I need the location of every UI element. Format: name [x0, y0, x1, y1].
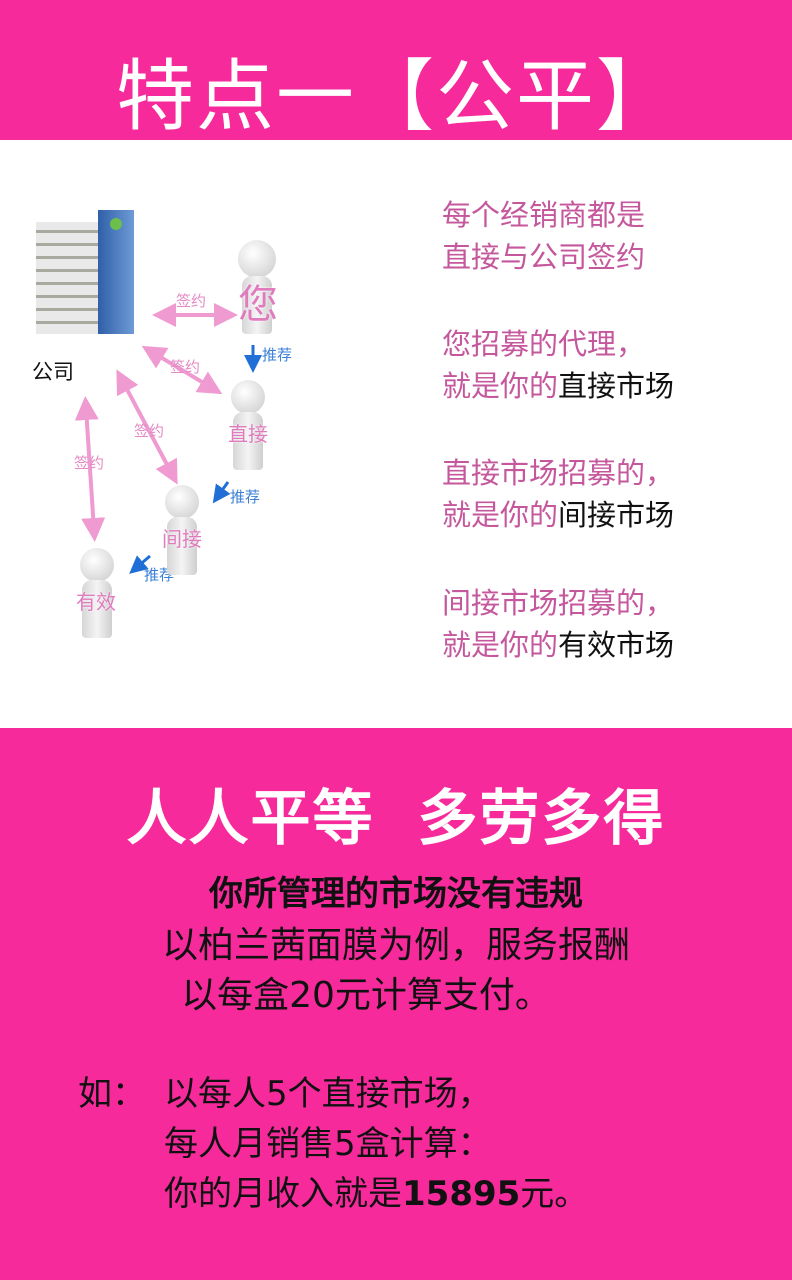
- text-block-2: 您招募的代理， 就是你的直接市场: [442, 323, 674, 407]
- diagram-section: 公司 签约 签约 签约 签约 推荐 推荐 推荐 您 直接 间接 有效: [0, 140, 792, 728]
- sign-label: 签约: [176, 292, 207, 310]
- sign-label: 签约: [134, 422, 165, 440]
- sign-arrow-direct: [141, 345, 223, 395]
- text-block-3: 直接市场招募的， 就是你的间接市场: [442, 452, 674, 536]
- text-block-1: 每个经销商都是 直接与公司签约: [442, 194, 645, 278]
- sign-label: 签约: [74, 454, 105, 472]
- text-line: 您招募的代理，: [442, 327, 646, 361]
- text-line: 直接与公司签约: [442, 240, 646, 274]
- company-building-icon: [36, 210, 136, 336]
- example-line: 每人月销售5盒计算：: [164, 1124, 492, 1164]
- text-block-4: 间接市场招募的， 就是你的有效市场: [442, 582, 674, 666]
- text-line: 就是你的: [442, 498, 559, 532]
- text-line: 就是你的: [442, 628, 559, 662]
- company-label: 公司: [32, 360, 74, 384]
- example-line: 以每人5个直接市场，: [164, 1074, 492, 1114]
- text-line: 就是你的: [442, 369, 559, 403]
- example-prefix: 如：: [78, 1074, 146, 1114]
- text-highlight: 直接市场: [558, 369, 675, 403]
- text-line: 直接市场招募的，: [442, 456, 675, 490]
- rule-line: 以每盒20元计算支付。: [181, 975, 551, 1016]
- arrows-layer: [74, 303, 262, 574]
- recommend-arrow-3: [129, 554, 151, 574]
- rule-line: 以柏兰茜面膜为例，服务报酬: [161, 925, 630, 966]
- text-highlight: 有效市场: [558, 628, 675, 662]
- indirect-label: 间接: [162, 527, 202, 551]
- sign-label: 签约: [170, 358, 201, 376]
- text-line: 间接市场招募的，: [442, 586, 675, 620]
- income-amount: 15895: [402, 1174, 521, 1214]
- page-title: 特点一【公平】: [115, 52, 676, 142]
- header-band: 特点一【公平】: [0, 0, 792, 142]
- sign-arrow-effective: [74, 396, 106, 542]
- income-unit: 元。: [520, 1174, 589, 1214]
- rule-line: 你所管理的市场没有违规: [209, 874, 583, 914]
- recommend-label: 推荐: [144, 566, 175, 584]
- recommend-label: 推荐: [262, 346, 293, 364]
- text-highlight: 间接市场: [558, 498, 675, 532]
- income-text: 你的月收入就是: [164, 1174, 402, 1214]
- example-line: 你的月收入就是15895元。: [164, 1172, 588, 1216]
- recommend-arrow-2: [212, 481, 231, 504]
- direct-label: 直接: [228, 422, 268, 446]
- effective-label: 有效: [76, 590, 116, 614]
- recommend-label: 推荐: [230, 488, 261, 506]
- text-line: 每个经销商都是: [442, 198, 646, 232]
- bottom-section: [0, 728, 792, 1280]
- slogan: 人人平等 多劳多得: [126, 784, 666, 854]
- sign-arrow-indirect: [116, 369, 178, 485]
- you-label: 您: [238, 282, 278, 328]
